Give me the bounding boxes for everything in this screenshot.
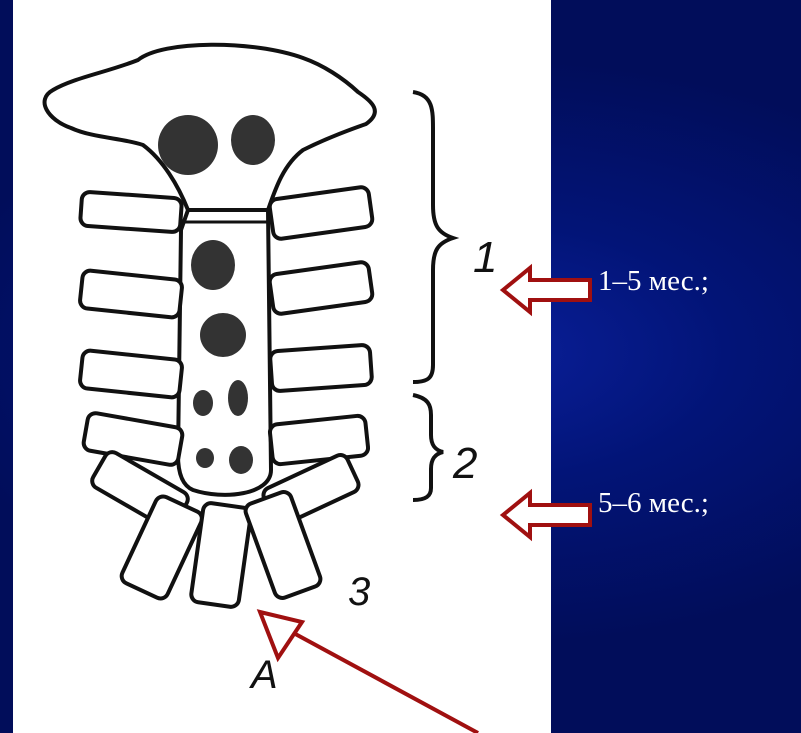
arrow-left-icon bbox=[503, 493, 590, 537]
pointer-line bbox=[288, 630, 478, 733]
callout-5-6-months: 5–6 мес.; bbox=[598, 487, 709, 520]
pointer-arrowhead-icon bbox=[260, 612, 302, 658]
arrow-left-icon bbox=[503, 268, 590, 312]
callout-1-5-months: 1–5 мес.; bbox=[598, 265, 709, 298]
